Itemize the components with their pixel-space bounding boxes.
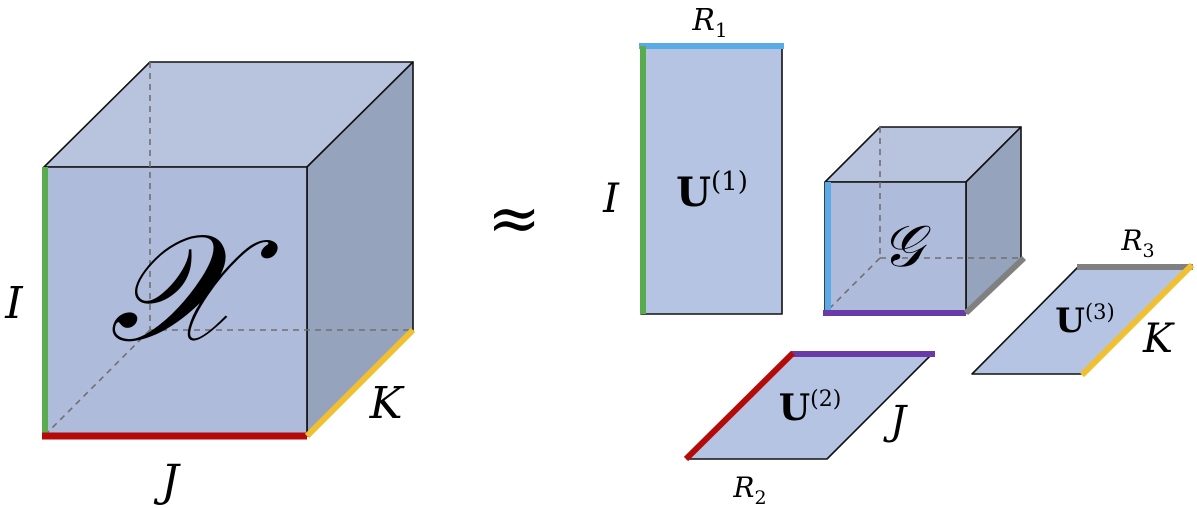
factor-u2-mode-edge <box>683 350 796 462</box>
tensor-x-label-i: I <box>4 278 24 329</box>
tensor-x-label-k: K <box>369 378 405 429</box>
core-g-cube <box>823 126 1027 316</box>
core-g-rank3-edge <box>963 255 1027 316</box>
factor-u3-dim-label: K <box>1142 316 1175 362</box>
factor-u2-matrix <box>683 350 935 462</box>
factor-u3-matrix <box>971 262 1195 378</box>
factor-u1-rank-label: R1 <box>691 3 727 42</box>
factor-u1-dim-label: I <box>602 176 620 222</box>
factor-u2-dim-label: J <box>883 398 908 444</box>
factor-u3-label: U(3) <box>1055 300 1114 341</box>
tensor-x-mode-k-edge <box>304 327 416 439</box>
factor-u2-label: U(2) <box>779 387 842 429</box>
factor-u1-matrix <box>639 43 784 315</box>
factor-u1-rect <box>640 45 783 315</box>
approx-symbol: ≈ <box>487 182 541 256</box>
tensor-x-label-j: J <box>153 456 181 507</box>
factor-u1-label: U(1) <box>676 167 748 216</box>
tensor-x-cube <box>42 61 416 440</box>
factor-u3-rank-label: R3 <box>1120 224 1154 262</box>
factor-u3-mode-edge <box>1079 262 1195 378</box>
factor-u2-rank-label: R2 <box>732 471 766 508</box>
